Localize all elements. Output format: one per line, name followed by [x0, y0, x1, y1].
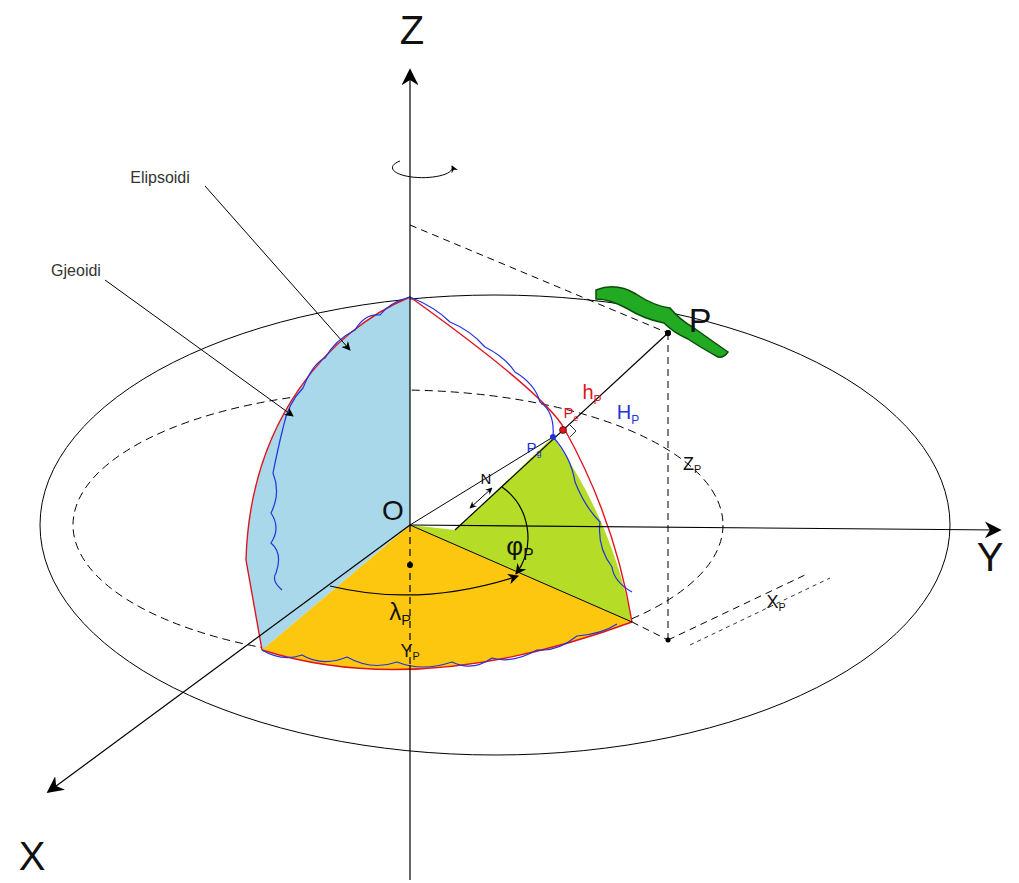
angle-label: λP — [387, 599, 413, 628]
axis-label: X — [19, 836, 46, 876]
coordinate-label: XP — [764, 592, 787, 615]
normal-label: N — [479, 470, 494, 487]
height-label: hP — [580, 381, 603, 406]
callout-label: Elipsoidi — [130, 170, 190, 186]
axis-label: Z — [400, 10, 424, 50]
origin-label: O — [382, 497, 404, 525]
height-label: HP — [615, 401, 641, 426]
point-label: Pe — [561, 404, 580, 424]
point-label: Pg — [524, 439, 543, 459]
point-label: P — [689, 303, 712, 337]
axis-label: Y — [977, 537, 1004, 577]
coordinate-label: YP — [398, 641, 421, 664]
angle-label: φP — [504, 532, 535, 564]
coordinate-label: ZP — [681, 454, 703, 477]
callout-label: Gjeoidi — [51, 263, 101, 279]
